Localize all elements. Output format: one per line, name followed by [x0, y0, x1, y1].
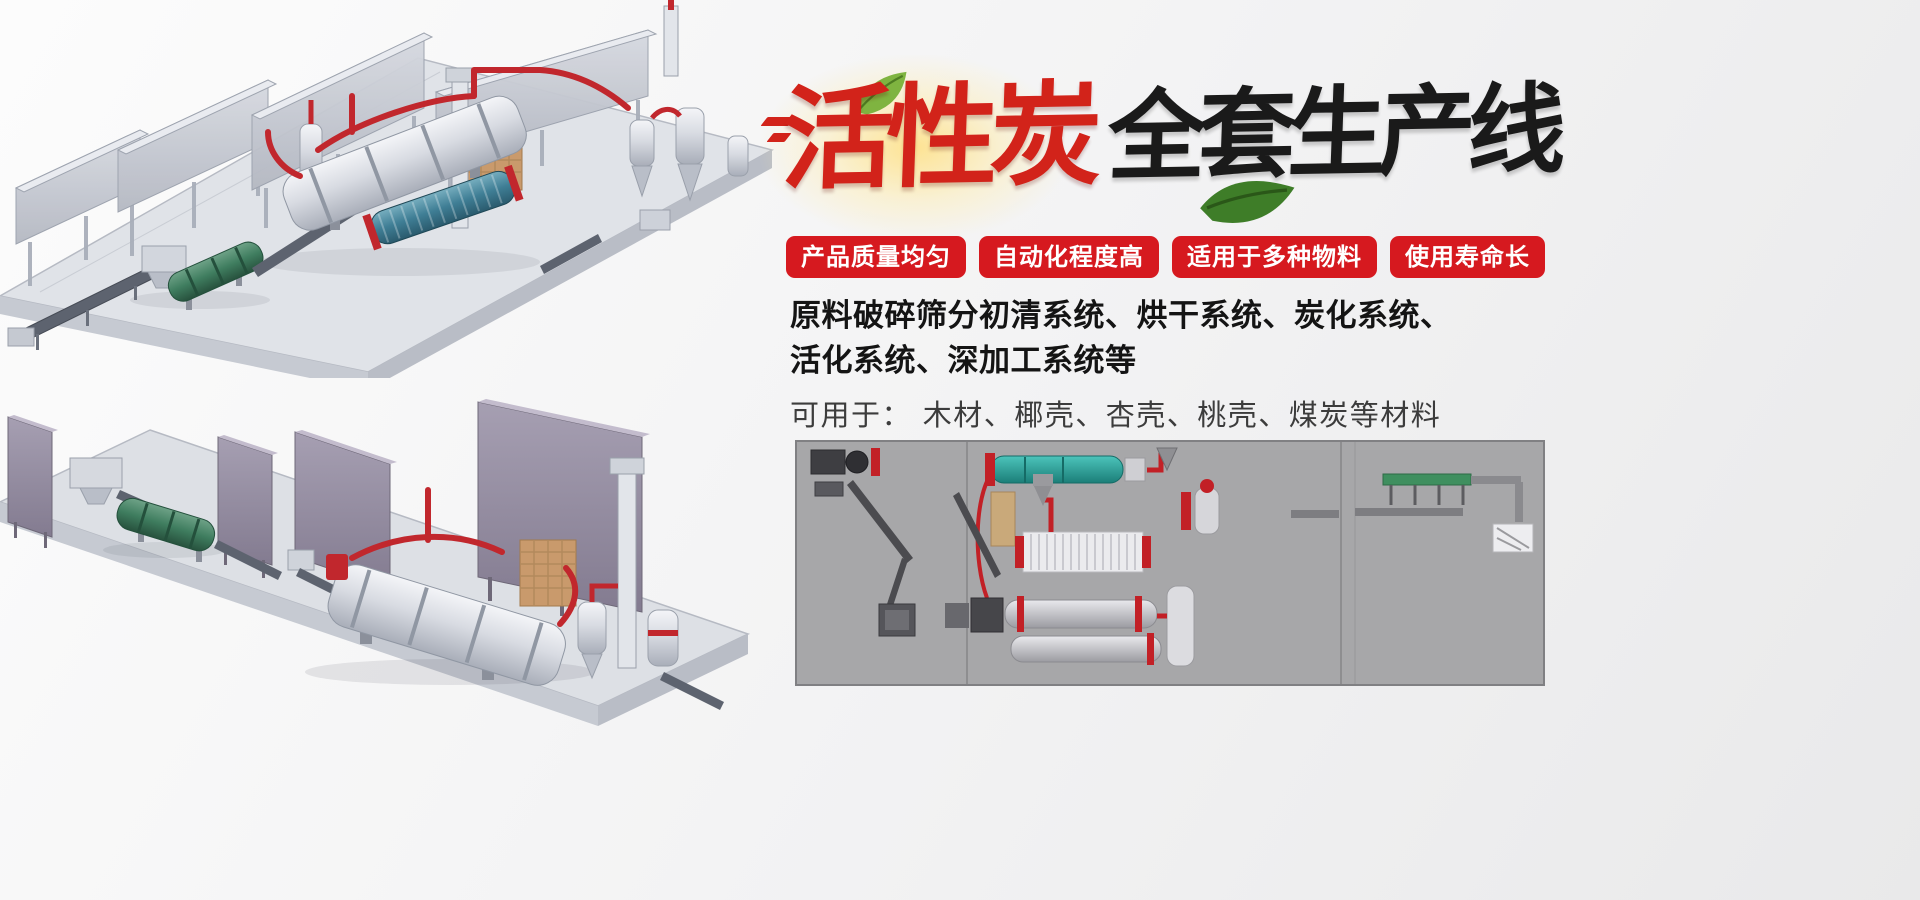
red-piping: [349, 487, 579, 627]
diagram-dryer-drum: [985, 447, 1178, 486]
feature-badges: 产品质量均匀 自动化程度高 适用于多种物料 使用寿命长: [786, 236, 1558, 278]
diagram-cooler: [1015, 474, 1151, 573]
diagram-feed-conveyor: [847, 480, 916, 637]
main-rotary-dryer-drum: [282, 95, 527, 231]
diagram-secondary-tank: [1181, 479, 1220, 535]
production-line-3d-render-top: [0, 0, 775, 378]
badge-long-life: 使用寿命长: [1390, 236, 1545, 278]
title-black-text: 全套生产线: [1105, 73, 1560, 196]
materials-note: 可用于： 木材、椰壳、杏壳、桃壳、煤炭等材料: [790, 398, 1442, 432]
badge-multi-material: 适用于多种物料: [1172, 236, 1377, 278]
green-rotary-drum: [167, 241, 264, 302]
diagram-mid-conveyor: [953, 492, 1001, 578]
diagram-transfer-truss: [1291, 510, 1339, 518]
diagram-cooling-drum: [1010, 633, 1162, 665]
title-glow: [760, 55, 1070, 240]
title-red-text: 活性炭: [779, 70, 1097, 206]
right-tower-and-tanks: [577, 457, 724, 710]
infeed-conveyor: [7, 265, 159, 350]
leaf-decoration-small: [855, 71, 907, 115]
systems-description-line2: 活化系统、深加工系统等: [790, 343, 1137, 379]
diagram-crusher-unit: [810, 448, 880, 497]
diagram-carbonization-drum: [945, 596, 1158, 633]
badge-high-automation: 自动化程度高: [979, 236, 1159, 278]
diagram-vertical-tank: [1157, 585, 1195, 667]
purple-wall-panels: [7, 399, 650, 632]
diagram-packing-area: [1355, 473, 1534, 553]
ribbed-activation-furnace: [362, 164, 524, 251]
cyclone-dust-collectors: [540, 107, 749, 274]
systems-description-line1: 原料破碎筛分初清系统、烘干系统、炭化系统、: [790, 298, 1452, 334]
badge-uniform-quality: 产品质量均匀: [786, 236, 966, 278]
description-block: 原料破碎筛分初清系统、烘干系统、炭化系统、 活化系统、深加工系统等 可用于： 木…: [790, 294, 1452, 434]
red-piping: [265, 67, 631, 179]
leaf-decoration-big: [1200, 181, 1295, 223]
feeder-hopper: [69, 457, 152, 512]
production-line-3d-render-bottom: [0, 399, 750, 726]
main-title: 活性炭 全套生产线: [779, 70, 1560, 206]
production-line-layout-diagram: [795, 440, 1545, 686]
green-rotary-screen: [116, 497, 216, 552]
diagram-hot-stove: [990, 491, 1016, 547]
main-rotary-drum: [327, 564, 566, 686]
wall-panels: [14, 29, 658, 286]
transfer-conveyor: [214, 540, 282, 580]
